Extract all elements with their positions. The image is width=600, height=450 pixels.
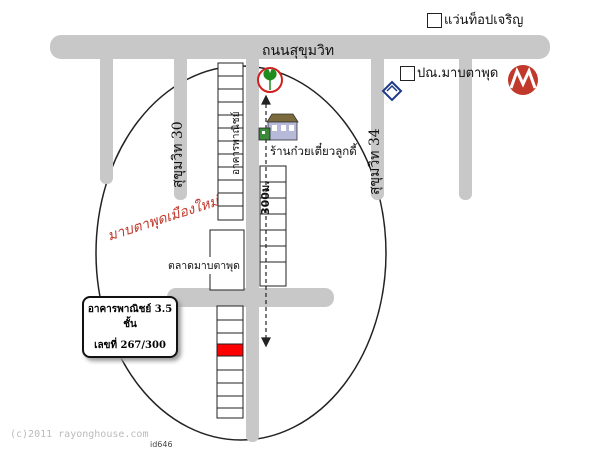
bank-icon	[257, 67, 283, 93]
legend-box-icon	[400, 66, 415, 81]
roads	[50, 35, 550, 442]
soi-30-label: สุขุมวิท 30	[170, 121, 186, 188]
road-soi-34	[371, 52, 384, 200]
target-building-line1: อาคารพาณิชย์ 3.5 ชั้น	[87, 303, 173, 330]
road-soi-30	[174, 52, 187, 200]
noodle-shop-label: ร้านก๋วยเตี๋ยวลูกดี้	[270, 144, 357, 158]
target-building-label: อาคารพาณิชย์ 3.5 ชั้น เลขที่ 267/300	[82, 296, 178, 358]
distance-label: 300ม.	[259, 180, 272, 215]
road-soi-right	[459, 52, 472, 200]
commercial-row-label: อาคารพาณิชย์	[231, 111, 242, 175]
post-office-label: ปณ.มาบตาพุด	[417, 66, 499, 81]
optical-shop-label: แว่นท็อปเจริญ	[444, 13, 524, 28]
brand-logo-icon	[508, 65, 538, 95]
soi-34-label: สุขุมวิท 34	[367, 128, 383, 195]
legend-box-icon	[427, 13, 442, 28]
road-market	[167, 288, 334, 307]
shophouse-row-right	[259, 165, 287, 287]
legend-post-office: ปณ.มาบตาพุด	[400, 62, 498, 83]
watermark-text: (c)2011 rayonghouse.com	[10, 429, 149, 440]
noodle-shop-icon	[258, 113, 299, 141]
shophouse-row-south	[216, 305, 244, 419]
market-label: ตลาดมาบตาพุด	[168, 257, 240, 274]
image-id-label: id646	[150, 440, 173, 449]
road-sukhumvit-label: ถนนสุขุมวิท	[262, 43, 335, 59]
road-soi-left	[100, 52, 113, 184]
target-unit	[216, 343, 244, 357]
distance-arrow	[261, 94, 271, 348]
shophouse-row-north	[217, 62, 244, 221]
target-building-line2: เลขที่ 267/300	[94, 339, 166, 351]
legend-optical-shop: แว่นท็อปเจริญ	[427, 9, 523, 30]
post-office-icon	[381, 80, 403, 102]
road-center	[246, 52, 259, 442]
road-sukhumvit	[50, 35, 550, 59]
